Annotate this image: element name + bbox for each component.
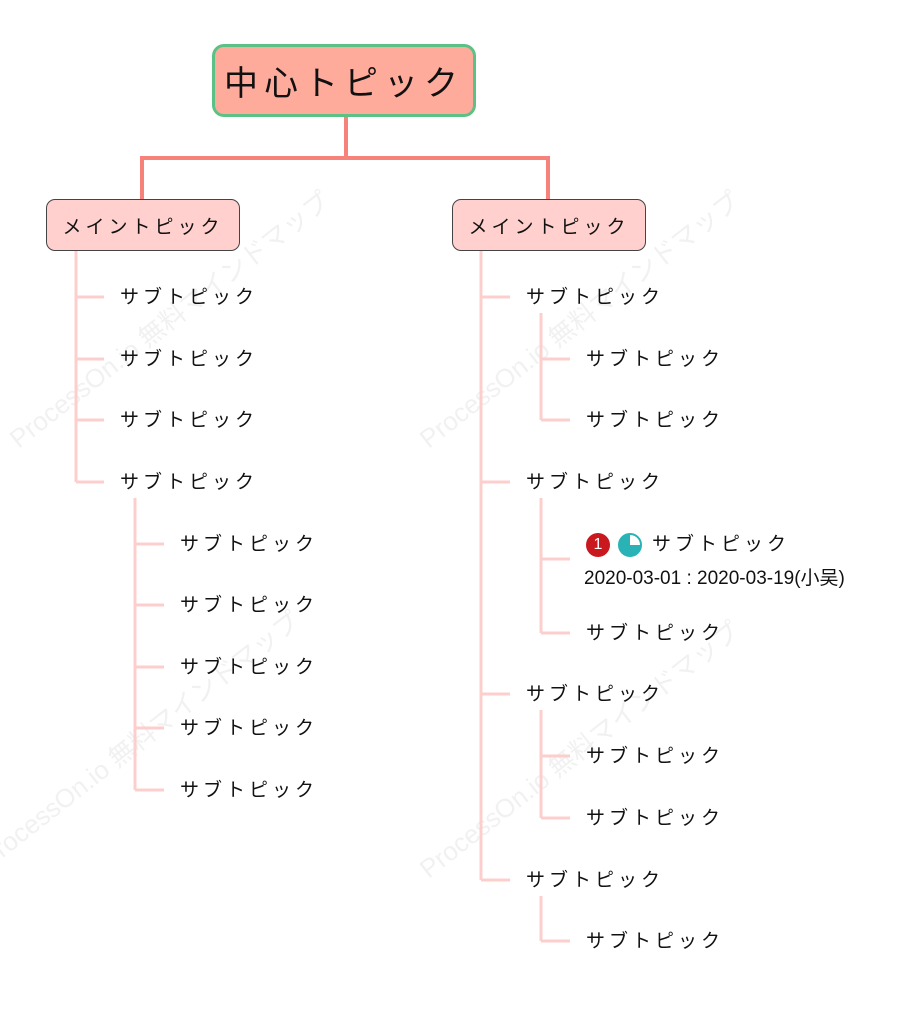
subtopic[interactable]: サブトピック [526, 286, 665, 308]
sub-subtopic[interactable]: サブトピック [180, 717, 319, 739]
main-topic-left[interactable]: メイントピック [46, 199, 240, 251]
center-topic[interactable]: 中心トピック [212, 44, 476, 117]
sub-subtopic[interactable]: サブトピック [180, 779, 319, 801]
subtopic[interactable]: サブトピック [526, 471, 665, 493]
main-topic-right[interactable]: メイントピック [452, 199, 646, 251]
subtopic[interactable]: サブトピック [120, 471, 259, 493]
progress-75-icon [618, 533, 642, 557]
main-connectors [140, 117, 550, 199]
subtopic[interactable]: サブトピック [526, 683, 665, 705]
sub-connectors [74, 250, 570, 943]
sub-subtopic[interactable]: サブトピック [586, 348, 725, 370]
task-subtopic-label: サブトピック [652, 533, 791, 555]
sub-subtopic[interactable]: サブトピック [586, 807, 725, 829]
subtopic[interactable]: サブトピック [526, 869, 665, 891]
sub-subtopic[interactable]: サブトピック [586, 622, 725, 644]
sub-subtopic[interactable]: サブトピック [180, 656, 319, 678]
sub-subtopic[interactable]: サブトピック [586, 930, 725, 952]
subtopic[interactable]: サブトピック [120, 286, 259, 308]
sub-subtopic[interactable]: サブトピック [586, 409, 725, 431]
subtopic[interactable]: サブトピック [120, 409, 259, 431]
sub-subtopic[interactable]: サブトピック [180, 533, 319, 555]
task-subtopic[interactable]: 1 サブトピック [586, 532, 790, 557]
sub-subtopic[interactable]: サブトピック [180, 594, 319, 616]
priority-1-icon: 1 [586, 533, 610, 557]
task-dates: 2020-03-01 : 2020-03-19(小吴) [584, 568, 845, 589]
subtopic[interactable]: サブトピック [120, 348, 259, 370]
sub-subtopic[interactable]: サブトピック [586, 745, 725, 767]
